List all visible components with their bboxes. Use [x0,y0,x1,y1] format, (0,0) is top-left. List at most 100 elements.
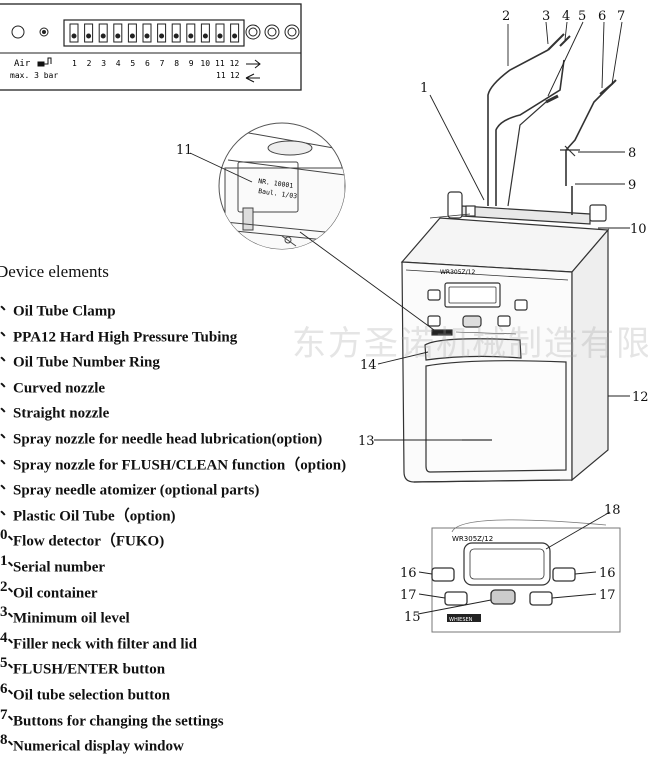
legend-item-number: 1、 [0,552,13,569]
legend-item-text: Spray needle atomizer (optional parts) [13,482,260,499]
legend-item: 4、Filler neck with filter and lid [0,629,330,655]
pressure-label: max. 3 bar [10,71,58,80]
legend-item-number: 、 [0,475,13,494]
legend-item-text: Oil Tube Number Ring [13,354,160,371]
lubrication-device [400,33,621,633]
legend-item-text: Serial number [13,559,106,576]
legend-item-text: Plastic Oil Tube（option) [13,508,176,525]
legend-item-text: PPA12 Hard High Pressure Tubing [13,328,238,345]
device-model-label: WR305Z/12 [440,269,476,276]
callout-14: 14 [360,358,377,373]
legend-item-text: Spray nozzle for needle head lubrication… [13,431,323,448]
oil-tube-terminal [230,23,240,43]
legend-item-number: 、 [0,450,13,469]
leader-lines [189,21,630,615]
callout-1: 1 [420,81,428,96]
callout-16-left: 16 [400,566,417,581]
legend-item: 、Spray nozzle for FLUSH/CLEAN function（o… [0,450,346,476]
terminal-screw [71,33,77,39]
terminal-screw [86,33,92,39]
channel-number: 10 [200,59,210,68]
terminal-screw [173,33,179,39]
panel-model-label: WR305Z/12 [452,535,493,543]
legend-item-text: Straight nozzle [13,405,110,422]
legend-item: 、Oil Tube Clamp [0,296,330,322]
legend-item-number: 4、 [0,629,13,646]
callout-16-right: 16 [599,566,616,581]
legend-item-text: FLUSH/ENTER button [13,661,166,678]
callout-2: 2 [502,9,510,24]
legend-list: 、Oil Tube Clamp、PPA12 Hard High Pressure… [0,296,346,757]
legend-item-number: 6、 [0,680,13,697]
oil-tube-terminal [171,23,181,43]
callout-18: 18 [604,503,621,518]
oil-tube-terminal [200,23,210,43]
air-label: Air [14,59,31,69]
callout-15: 15 [404,610,421,625]
legend-item: 、PPA12 Hard High Pressure Tubing [0,322,330,348]
channel-number: 11 [215,59,225,68]
legend-item: 、Spray nozzle for needle head lubricatio… [0,424,330,450]
terminal-screw [217,33,223,39]
channel-number: 1 [72,59,77,68]
extra-number-11: 11 [216,71,226,80]
oil-can-icon [37,57,52,67]
channel-number: 5 [130,59,135,68]
extra-number-12: 12 [230,71,240,80]
legend-item: 3、Minimum oil level [0,603,330,629]
legend-item: 、Straight nozzle [0,398,330,424]
oil-tube-terminal [215,23,225,43]
terminal-screw [159,33,165,39]
legend-item-text: Oil Tube Clamp [13,303,116,320]
oil-tube-terminal [69,23,79,43]
serial-number-detail: NR. 10001 Baul. 1/03 [218,122,346,250]
legend-item: 0、Flow detector（FUKO) [0,526,330,552]
callout-11: 11 [176,143,193,158]
channel-number: 8 [174,59,179,68]
legend-item-number: 、 [0,322,13,341]
callout-6: 6 [598,9,606,24]
channel-number: 4 [116,59,121,68]
channel-number: 3 [101,59,106,68]
callout-17-left: 17 [400,588,417,603]
legend-item-number: 、 [0,501,13,520]
legend-item-number: 、 [0,424,13,443]
channel-number: 7 [160,59,165,68]
oil-tube-terminal [127,23,137,43]
oil-tube-terminal [157,23,167,43]
callout-3: 3 [542,9,550,24]
callout-10: 10 [630,222,647,237]
terminal-screw [115,33,121,39]
legend-item-number: 2、 [0,578,13,595]
callout-17-right: 17 [599,588,616,603]
callout-5: 5 [578,9,586,24]
legend-item-text: Buttons for changing the settings [13,712,224,729]
legend-item: 、Curved nozzle [0,373,330,399]
callout-12: 12 [632,390,648,405]
legend-item-number: 7、 [0,706,13,723]
legend-item-number: 8、 [0,732,13,749]
brand-label: WHIESEN [449,617,473,623]
channel-number: 9 [189,59,194,68]
legend-item-text: Oil container [13,584,98,601]
terminal-screw [232,33,238,39]
oil-tube-terminal [186,23,196,43]
callout-9: 9 [628,178,636,193]
oil-tube-terminal [142,23,152,43]
legend-item-number: 、 [0,398,13,417]
legend-item-text: Filler neck with filter and lid [13,636,198,653]
legend-item: 、Plastic Oil Tube（option) [0,501,330,527]
oil-tube-terminal [113,23,123,43]
terminal-screw [188,33,194,39]
legend-item-text: Flow detector（FUKO) [13,533,165,550]
terminal-screw [129,33,135,39]
flow-arrow-icon [245,59,261,83]
callout-8: 8 [628,146,636,161]
device-elements-legend: Device elements 、Oil Tube Clamp、PPA12 Ha… [0,262,346,757]
legend-item: 、Oil Tube Number Ring [0,347,330,373]
legend-item: 5、FLUSH/ENTER button [0,654,330,680]
legend-item: 8、Numerical display window [0,731,330,757]
connector-panel [0,3,302,91]
oil-tube-terminal [84,23,94,43]
